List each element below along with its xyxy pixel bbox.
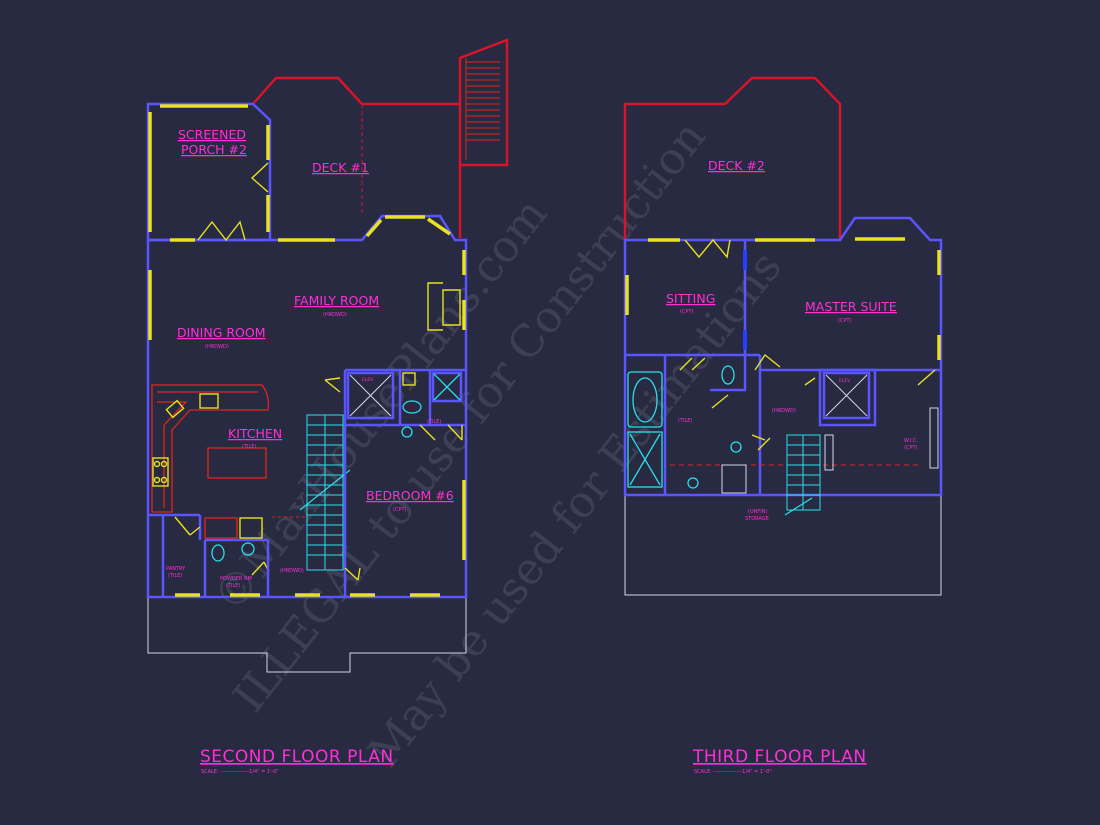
dishwasher xyxy=(165,399,185,419)
third-floor-plan: ELEV DECK #2 SITTING (CPT) MASTER SUITE … xyxy=(623,76,943,775)
hall-door xyxy=(751,434,771,451)
powder-room-floor: (TILE) xyxy=(226,583,240,589)
screened-porch-label-2: PORCH #2 xyxy=(181,142,247,157)
fireplace xyxy=(427,282,461,331)
kitchen-island xyxy=(207,447,267,479)
bath-walls xyxy=(625,353,940,495)
bedroom-6-floor: (CPT) xyxy=(393,507,407,513)
lower-deck-outline xyxy=(147,597,467,673)
third-floor-scale: SCALE: ----------------1/4" = 1'-0" xyxy=(694,769,772,775)
bathtub-basin xyxy=(632,377,658,423)
deck-2-label: DECK #2 xyxy=(708,158,765,173)
pantry-floor: (TILE) xyxy=(168,573,182,579)
bathtub xyxy=(627,371,663,428)
wic-label: W.I.C. xyxy=(904,438,919,444)
family-room-label: FAMILY ROOM xyxy=(294,293,379,308)
french-door xyxy=(197,220,246,242)
window xyxy=(427,217,451,236)
elevator-x xyxy=(825,374,868,417)
burner xyxy=(160,460,168,468)
burner xyxy=(153,476,161,484)
wic-floor: (CPT) xyxy=(904,445,918,451)
cabinet xyxy=(721,464,747,494)
third-floor-stair xyxy=(784,434,821,516)
elevator-door xyxy=(324,377,341,393)
deck-stair xyxy=(465,58,500,160)
master-sink-2 xyxy=(687,477,699,489)
bedroom-6-label: BEDROOM #6 xyxy=(366,488,454,503)
bedroom-door xyxy=(344,567,361,581)
elevator-shaft xyxy=(346,371,395,420)
lower-roof-outline xyxy=(624,495,942,596)
master-shower xyxy=(627,431,663,488)
storage-label-2: STORAGE xyxy=(745,516,769,522)
wic-door xyxy=(917,369,936,386)
shower xyxy=(431,371,463,403)
elevator-label: ELEV xyxy=(362,377,374,383)
deck-1-outline xyxy=(252,38,509,167)
third-floor-french-door xyxy=(684,238,731,259)
cooktop xyxy=(152,457,169,487)
bedroom-walls xyxy=(343,368,466,597)
elevator-label: ELEV xyxy=(839,378,851,384)
screened-porch-walls xyxy=(146,102,272,242)
screened-porch-label-1: SCREENED xyxy=(178,127,246,142)
shower-x xyxy=(629,433,661,486)
bath-door xyxy=(679,357,706,371)
master-suite-floor: (CPT) xyxy=(838,318,852,324)
storage-shelf xyxy=(824,434,834,471)
master-sink xyxy=(730,441,742,453)
kitchen-counter xyxy=(151,384,270,513)
hall-floor: (HRDWD) xyxy=(772,408,796,414)
bath-door xyxy=(447,424,463,441)
powder-toilet xyxy=(211,544,225,562)
laundry-counter xyxy=(204,517,238,539)
sitting-label: SITTING xyxy=(666,291,715,306)
window xyxy=(365,218,383,238)
toilet-door xyxy=(711,394,729,409)
bath-toilet xyxy=(402,400,422,414)
shower-x xyxy=(433,373,461,401)
kitchen-floor: (TILE) xyxy=(242,444,256,450)
interior-stair xyxy=(299,414,351,571)
closet-door xyxy=(419,424,436,441)
wic-shelf xyxy=(929,407,939,469)
pantry-door xyxy=(174,516,201,536)
second-floor-scale: SCALE: ----------------1/4" = 1'-0" xyxy=(201,769,279,775)
kitchen-sink xyxy=(199,393,219,409)
hall-floor: (HRDWD) xyxy=(280,568,304,574)
master-bath-floor: (TILE) xyxy=(678,418,692,424)
sitting-floor: (CPT) xyxy=(680,309,694,315)
master-toilet xyxy=(721,365,735,385)
second-floor-title: SECOND FLOOR PLAN xyxy=(200,747,394,767)
bath-sink xyxy=(401,426,413,438)
storage-label-1: (UNFIN) xyxy=(748,509,767,515)
family-room-floor: (HRDWD) xyxy=(323,312,347,318)
dining-room-floor: (HRDWD) xyxy=(205,344,229,350)
third-floor-title: THIRD FLOOR PLAN xyxy=(692,747,867,767)
bath-floor: (TILE) xyxy=(427,419,441,425)
master-door xyxy=(754,353,816,386)
burner xyxy=(153,460,161,468)
elevator-car xyxy=(822,371,871,420)
third-floor-exterior-walls xyxy=(623,216,943,497)
master-suite-label: MASTER SUITE xyxy=(805,299,897,314)
watermark: ©MaxHousePlans.com ILLEGAL to use for Co… xyxy=(203,112,791,777)
cabinet xyxy=(402,372,416,386)
dining-room-label: DINING ROOM xyxy=(177,325,266,340)
elevator-x xyxy=(349,374,392,417)
pantry-label: PANTRY xyxy=(166,566,186,572)
powder-sink xyxy=(241,542,255,556)
burner xyxy=(160,476,168,484)
deck-2-outline xyxy=(623,76,842,240)
laundry-sink xyxy=(239,517,263,539)
second-floor-plan: ELEV SCREENED PORCH #2 DECK #1 FAMILY RO… xyxy=(146,38,509,775)
deck-1-label: DECK #1 xyxy=(312,160,369,175)
powder-room-label: POWDER RM xyxy=(220,576,252,582)
kitchen-label: KITCHEN xyxy=(228,426,282,441)
porch-door xyxy=(250,162,269,193)
third-floor-elevator xyxy=(818,368,877,427)
